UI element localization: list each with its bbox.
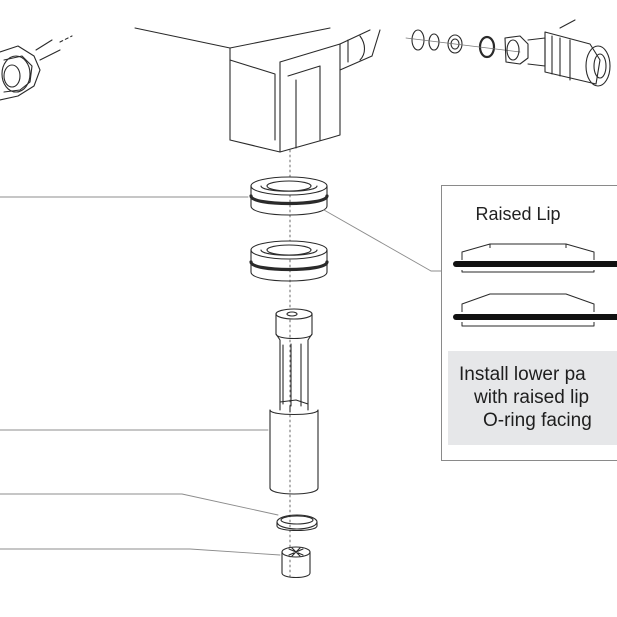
install-note: Install lower pa with raised lip O-ring … bbox=[448, 351, 617, 445]
note-line-3: O-ring facing bbox=[483, 410, 592, 431]
note-line-2: with raised lip bbox=[474, 387, 590, 408]
leader-lines bbox=[0, 196, 442, 556]
piston-rod bbox=[269, 308, 319, 495]
inlet-fitting-assembly bbox=[405, 19, 611, 87]
upper-left-fitting bbox=[0, 35, 73, 101]
packing-profile-lower bbox=[453, 293, 617, 327]
small-o-ring bbox=[276, 514, 318, 532]
upper-packing bbox=[249, 176, 329, 216]
valve-cage bbox=[281, 546, 311, 579]
raised-lip-callout: Raised Lip Install lower pa with raised … bbox=[441, 185, 617, 461]
lower-packing bbox=[249, 240, 329, 282]
packing-profile-upper bbox=[453, 243, 617, 273]
packing-cross-sections bbox=[453, 243, 617, 327]
callout-title: Raised Lip bbox=[475, 204, 561, 224]
leader-valve-cage bbox=[0, 548, 281, 556]
leader-o-ring bbox=[0, 493, 279, 516]
note-line-1: Install lower pa bbox=[459, 364, 586, 385]
leader-callout bbox=[323, 209, 432, 272]
pump-housing bbox=[134, 27, 381, 153]
